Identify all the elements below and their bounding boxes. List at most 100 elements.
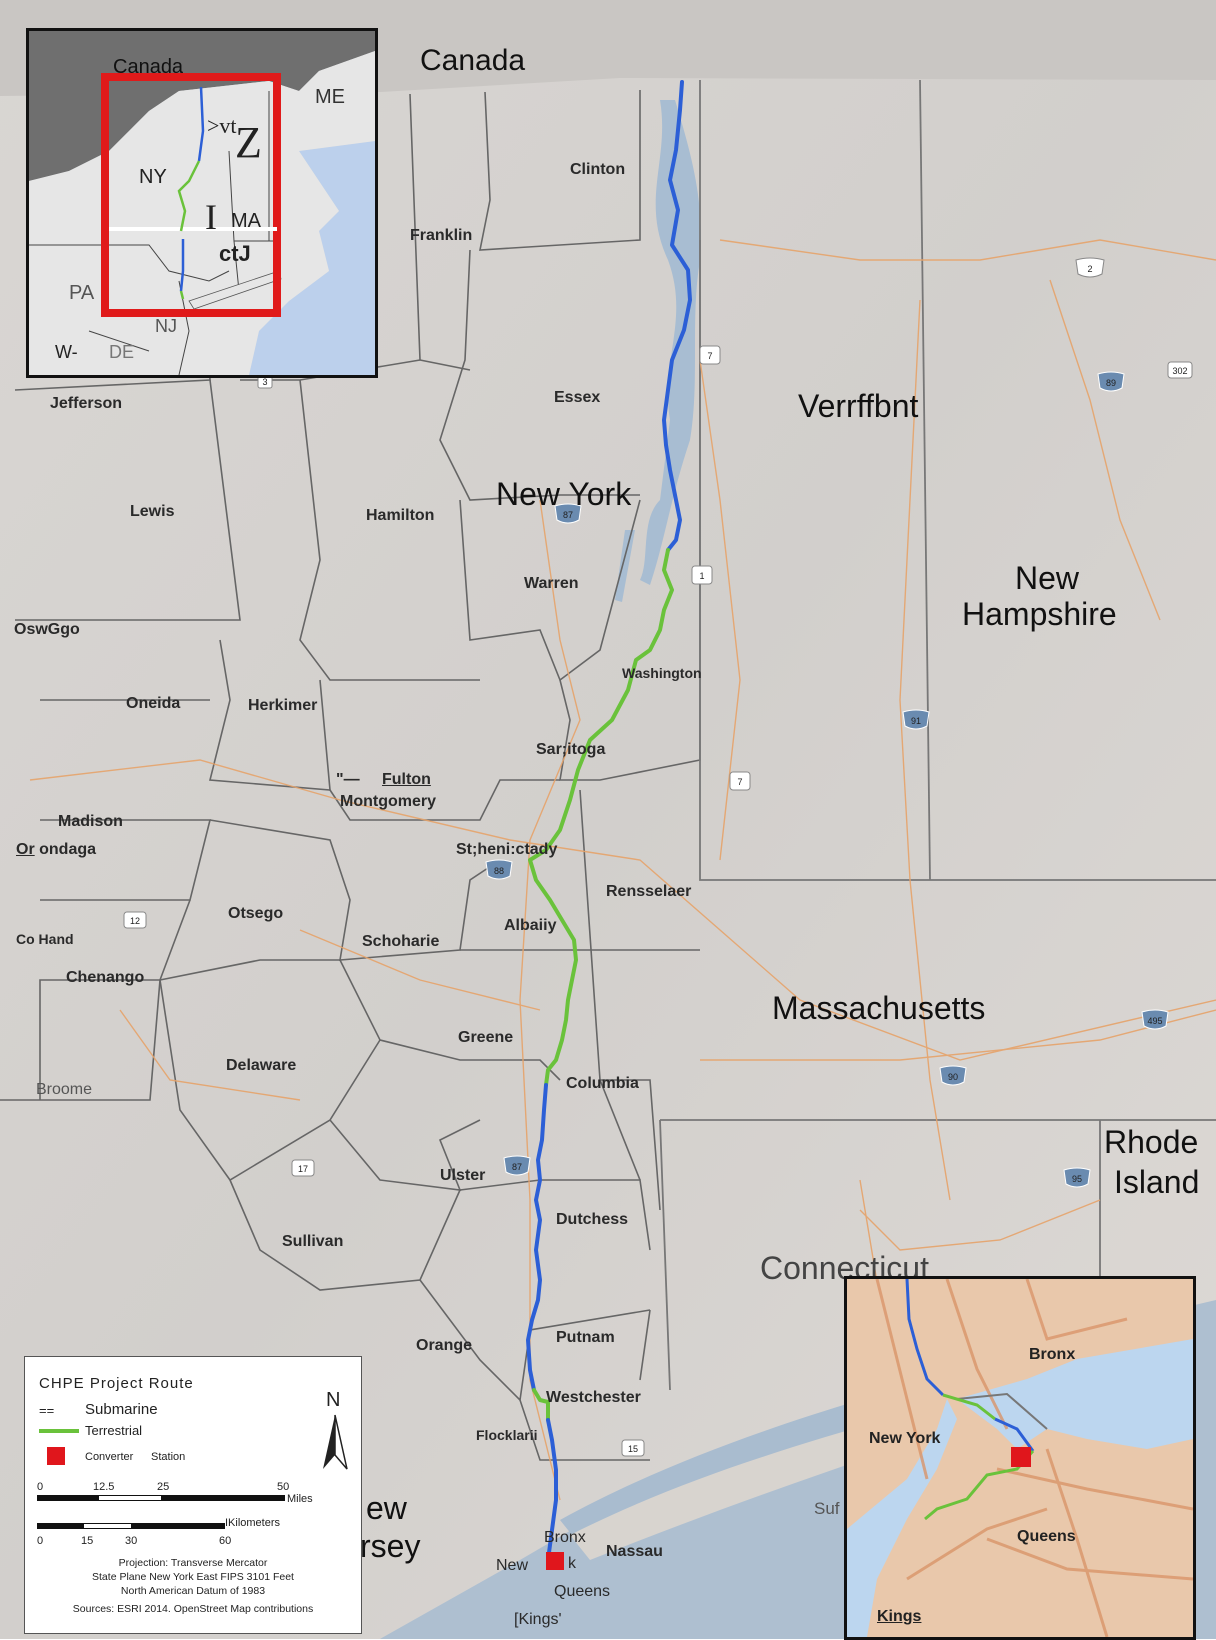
county-otsego: Otsego xyxy=(228,905,284,922)
shield-number: 302 xyxy=(1172,366,1187,376)
county-new-york: New xyxy=(496,1557,529,1574)
nyc-label-bronx: Bronx xyxy=(1029,1346,1076,1363)
county-nassau: Nassau xyxy=(606,1543,663,1560)
legend-datum: North American Datum of 1983 xyxy=(120,1585,266,1597)
shield-number: 495 xyxy=(1147,1016,1162,1026)
county-lewis: Lewis xyxy=(130,503,175,520)
legend-title: CHPE Project Route xyxy=(39,1375,194,1392)
shield-number: 90 xyxy=(948,1072,958,1082)
county-schoharie: Schoharie xyxy=(362,933,440,950)
county-oswego: OswGgo xyxy=(14,621,80,638)
terrestrial-route xyxy=(528,548,674,1087)
overview-label-vt: >vt xyxy=(207,113,237,138)
nyc-route-blue-b xyxy=(994,1417,1035,1452)
shield-number: 7 xyxy=(707,351,712,361)
nyc-inset-map xyxy=(847,1279,1193,1637)
county-orange: Orange xyxy=(416,1337,473,1354)
county-albany: Albaiiy xyxy=(504,917,557,934)
county-dutchess: Dutchess xyxy=(556,1211,629,1228)
shield-number: 15 xyxy=(628,1444,638,1454)
nyc-inset: Bronx New York Queens Kings xyxy=(844,1276,1196,1640)
miles-tick-3: 50 xyxy=(277,1481,290,1493)
overview-route-blue-s xyxy=(179,239,185,292)
county-onondaga-a: Or xyxy=(16,841,35,858)
county-rockland: Flocklarii xyxy=(476,1427,538,1443)
nyc-route-green-a xyxy=(942,1393,996,1421)
county-saratoga: Sar;itoga xyxy=(536,741,606,758)
state-label-rhode-2: Island xyxy=(1114,1164,1200,1200)
overview-canada xyxy=(29,31,375,181)
legend-state-plane: State Plane New York East FIPS 3101 Feet xyxy=(92,1571,294,1583)
state-label-massachusetts: Massachusetts xyxy=(772,990,986,1026)
shield-302 xyxy=(1167,361,1193,379)
map-legend: CHPE Project Route == Submarine Terrestr… xyxy=(24,1356,362,1634)
shield-number: 88 xyxy=(494,866,504,876)
county-jefferson: Jefferson xyxy=(50,395,123,412)
legend-station-label: Station xyxy=(151,1451,186,1463)
legend-submarine-label: Submarine xyxy=(85,1401,158,1418)
lake-george xyxy=(615,530,635,602)
county-greene: Greene xyxy=(458,1029,514,1046)
overview-inset-map xyxy=(29,31,375,375)
long-island xyxy=(570,1415,920,1560)
nyc-label-queens: Queens xyxy=(1017,1528,1076,1545)
overview-inset: Canada ME >vt Z NY I MA ctJ PA NJ W- DE xyxy=(26,28,378,378)
terrestrial-route-south xyxy=(532,1388,550,1422)
overview-label-ma-i: I xyxy=(205,197,217,237)
nyc-route-blue xyxy=(905,1279,945,1397)
legend-projection: Projection: Transverse Mercator xyxy=(118,1557,268,1569)
shield-87b xyxy=(503,1155,531,1176)
miles-tick-2: 25 xyxy=(157,1481,170,1493)
county-bronx: Bronx xyxy=(544,1529,586,1546)
overview-label-ct: ctJ xyxy=(219,241,251,266)
miles-tick-0: 0 xyxy=(37,1481,44,1493)
overview-label-nj: NJ xyxy=(155,316,177,336)
county-hamilton: Hamilton xyxy=(366,507,435,524)
shield-495 xyxy=(1141,1009,1169,1030)
shield-87a xyxy=(554,503,582,524)
legend-sources: Sources: ESRI 2014. OpenStreet Map contr… xyxy=(72,1603,314,1615)
county-queens: Queens xyxy=(554,1583,611,1600)
nyc-label-new-york: New York xyxy=(869,1430,941,1447)
legend-terrestrial-label: Terrestrial xyxy=(85,1423,143,1438)
shield-17 xyxy=(291,1159,315,1177)
county-columbia: Columbia xyxy=(566,1075,639,1092)
county-delaware: Delaware xyxy=(226,1057,297,1074)
highway-shields xyxy=(123,257,1193,1457)
legend-converter-label: Converter xyxy=(85,1451,134,1463)
overview-label-pa: PA xyxy=(69,282,95,304)
submarine-route-south xyxy=(526,1083,548,1392)
shield-number: 7 xyxy=(737,777,742,787)
highways xyxy=(29,239,1216,1501)
county-putnam: Putnam xyxy=(556,1329,615,1346)
shield-number: 95 xyxy=(1072,1174,1082,1184)
state-label-rhode-1: Rhode xyxy=(1104,1124,1199,1160)
county-onondaga-b: ondaga xyxy=(34,841,97,858)
shield-number: 12 xyxy=(130,916,140,926)
legend-converter-swatch xyxy=(47,1447,65,1465)
state-label-new-york: New York xyxy=(496,476,632,512)
county-franklin: Franklin xyxy=(410,227,473,244)
shield-90 xyxy=(939,1065,967,1086)
overview-route-blue xyxy=(197,86,205,162)
county-montgomery: Montgomery xyxy=(340,793,436,810)
overview-label-wde-b: DE xyxy=(109,342,135,362)
shield-1 xyxy=(691,565,713,585)
nyc-label-kings: Kings xyxy=(877,1608,922,1625)
km-tick-3: 60 xyxy=(219,1535,232,1547)
submarine-route-north xyxy=(662,80,692,552)
state-label-new-hampshire-1: New xyxy=(1015,560,1080,596)
county-clinton: Clinton xyxy=(570,161,626,178)
converter-station-marker xyxy=(546,1552,564,1570)
km-tick-2: 30 xyxy=(125,1535,138,1547)
overview-label-me: ME xyxy=(315,86,345,108)
shield-number: 17 xyxy=(298,1164,308,1174)
nyc-water-east xyxy=(957,1339,1193,1449)
state-label-new-jersey-2: rsey xyxy=(360,1528,421,1564)
state-label-canada: Canada xyxy=(420,44,526,77)
state-label-vermont: Verrffbnt xyxy=(798,388,919,424)
north-arrow xyxy=(323,1414,348,1470)
county-herkimer: Herkimer xyxy=(248,697,318,714)
submarine-route-nyc xyxy=(546,1418,558,1562)
